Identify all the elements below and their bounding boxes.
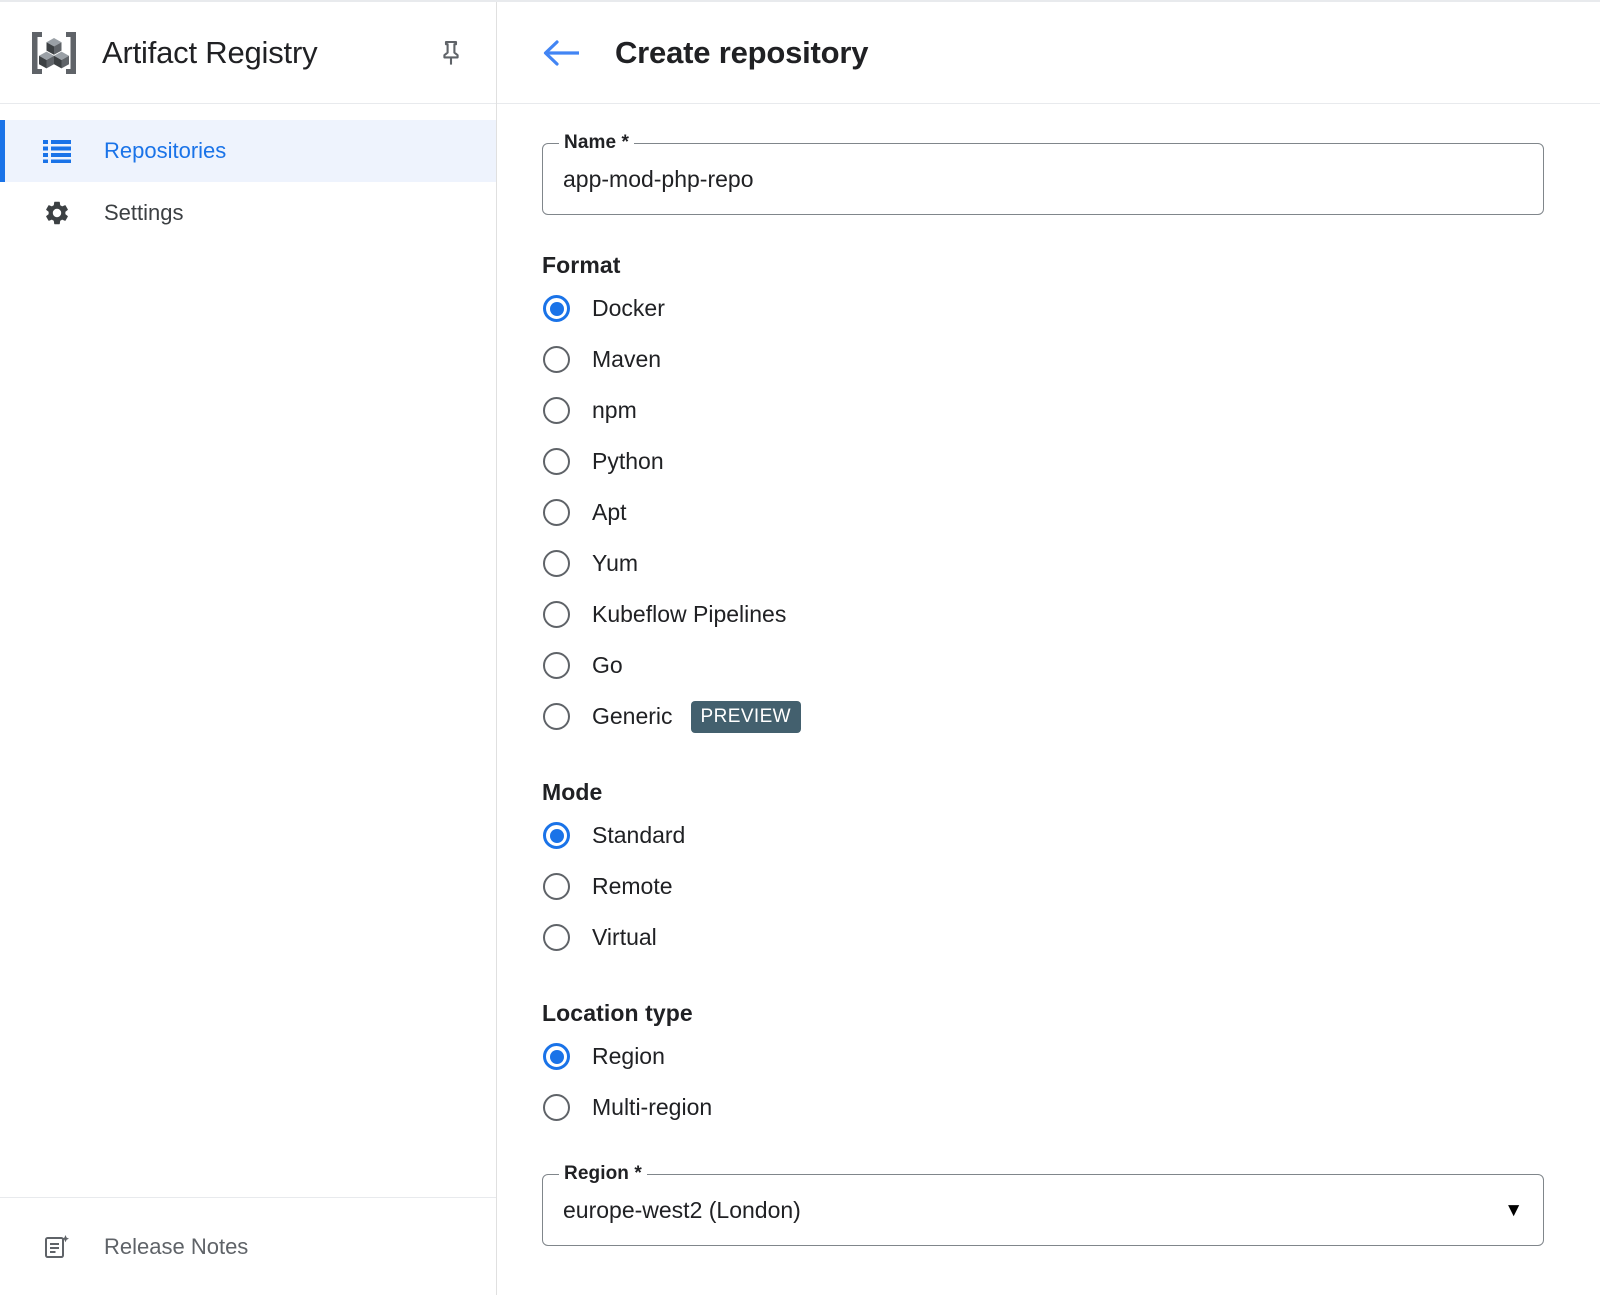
app-title: Artifact Registry xyxy=(102,34,318,70)
format-option-go[interactable]: Go xyxy=(542,640,1545,691)
status-badge: PREVIEW xyxy=(690,700,801,733)
create-repository-form: Name * app-mod-php-repo Format Docker Ma… xyxy=(497,104,1600,1246)
mode-option-virtual[interactable]: Virtual xyxy=(542,912,1545,963)
format-option-apt[interactable]: Apt xyxy=(542,487,1545,538)
format-option-label: Apt xyxy=(592,499,627,525)
mode-option-standard[interactable]: Standard xyxy=(542,810,1545,861)
format-option-generic[interactable]: Generic PREVIEW xyxy=(542,691,1545,742)
radio-icon[interactable] xyxy=(543,1094,570,1121)
sidebar-item-settings[interactable]: Settings xyxy=(0,182,496,244)
release-notes-label: Release Notes xyxy=(104,1233,249,1259)
format-option-label: Python xyxy=(592,448,664,474)
format-option-maven[interactable]: Maven xyxy=(542,334,1545,385)
radio-icon[interactable] xyxy=(543,499,570,526)
sidebar-nav: Repositories Settings xyxy=(0,104,496,1197)
mode-group-title: Mode xyxy=(542,779,603,805)
format-option-npm[interactable]: npm xyxy=(542,385,1545,436)
location-type-group: Location type Region Multi-region xyxy=(542,1000,1545,1133)
format-option-label: Generic xyxy=(592,703,673,729)
format-option-label: Go xyxy=(592,652,623,678)
name-field[interactable]: Name * app-mod-php-repo xyxy=(542,132,1544,215)
radio-icon[interactable] xyxy=(543,601,570,628)
pin-icon[interactable] xyxy=(432,34,470,72)
radio-icon[interactable] xyxy=(543,822,570,849)
radio-icon[interactable] xyxy=(543,397,570,424)
radio-icon[interactable] xyxy=(543,703,570,730)
artifact-registry-cubes-icon xyxy=(28,29,80,77)
sidebar: Artifact Registry xyxy=(0,2,497,1295)
page-title: Create repository xyxy=(615,34,869,70)
format-option-yum[interactable]: Yum xyxy=(542,538,1545,589)
radio-icon[interactable] xyxy=(543,873,570,900)
main-content: Create repository Name * app-mod-php-rep… xyxy=(497,2,1600,1295)
format-option-kubeflow-pipelines[interactable]: Kubeflow Pipelines xyxy=(542,589,1545,640)
location-type-option-label: Multi-region xyxy=(592,1094,713,1120)
sidebar-header: Artifact Registry xyxy=(0,2,496,104)
radio-icon[interactable] xyxy=(543,346,570,373)
location-type-group-title: Location type xyxy=(542,1000,693,1026)
region-select-value: europe-west2 (London) xyxy=(563,1196,801,1223)
format-option-label: Docker xyxy=(592,295,665,321)
name-field-label: Name * xyxy=(559,132,635,154)
radio-icon[interactable] xyxy=(543,652,570,679)
mode-option-label: Virtual xyxy=(592,924,657,950)
mode-option-label: Standard xyxy=(592,822,686,848)
name-input[interactable]: app-mod-php-repo xyxy=(563,165,754,192)
format-option-label: Yum xyxy=(592,550,639,576)
format-option-label: npm xyxy=(592,397,637,423)
mode-option-remote[interactable]: Remote xyxy=(542,861,1545,912)
format-group-title: Format xyxy=(542,252,621,278)
format-option-label: Kubeflow Pipelines xyxy=(592,601,787,627)
back-arrow-icon[interactable] xyxy=(539,31,583,75)
sidebar-item-label: Settings xyxy=(104,200,184,225)
mode-option-label: Remote xyxy=(592,873,673,899)
main-header: Create repository xyxy=(497,2,1600,104)
chevron-down-icon[interactable]: ▼ xyxy=(1504,1199,1523,1221)
region-spacer xyxy=(542,1133,1545,1174)
format-option-label: Maven xyxy=(592,346,662,372)
region-select-label: Region * xyxy=(559,1163,647,1185)
radio-icon[interactable] xyxy=(543,448,570,475)
radio-icon[interactable] xyxy=(543,924,570,951)
format-option-python[interactable]: Python xyxy=(542,436,1545,487)
sidebar-item-repositories[interactable]: Repositories xyxy=(0,120,496,182)
list-icon xyxy=(42,136,72,166)
radio-icon[interactable] xyxy=(543,1043,570,1070)
location-type-option-multi-region[interactable]: Multi-region xyxy=(542,1082,1545,1133)
location-type-option-label: Region xyxy=(592,1043,665,1069)
location-type-option-region[interactable]: Region xyxy=(542,1031,1545,1082)
mode-group: Mode Standard Remote Virtual xyxy=(542,779,1545,963)
region-select[interactable]: Region * europe-west2 (London) ▼ xyxy=(542,1163,1544,1246)
release-notes-icon xyxy=(42,1232,72,1262)
format-option-docker[interactable]: Docker xyxy=(542,283,1545,334)
radio-icon[interactable] xyxy=(543,550,570,577)
radio-icon[interactable] xyxy=(543,295,570,322)
format-group: Format Docker Maven npm Python xyxy=(542,252,1545,742)
gear-icon xyxy=(42,198,72,228)
sidebar-item-label: Repositories xyxy=(104,138,227,163)
release-notes-button[interactable]: Release Notes xyxy=(0,1197,496,1295)
